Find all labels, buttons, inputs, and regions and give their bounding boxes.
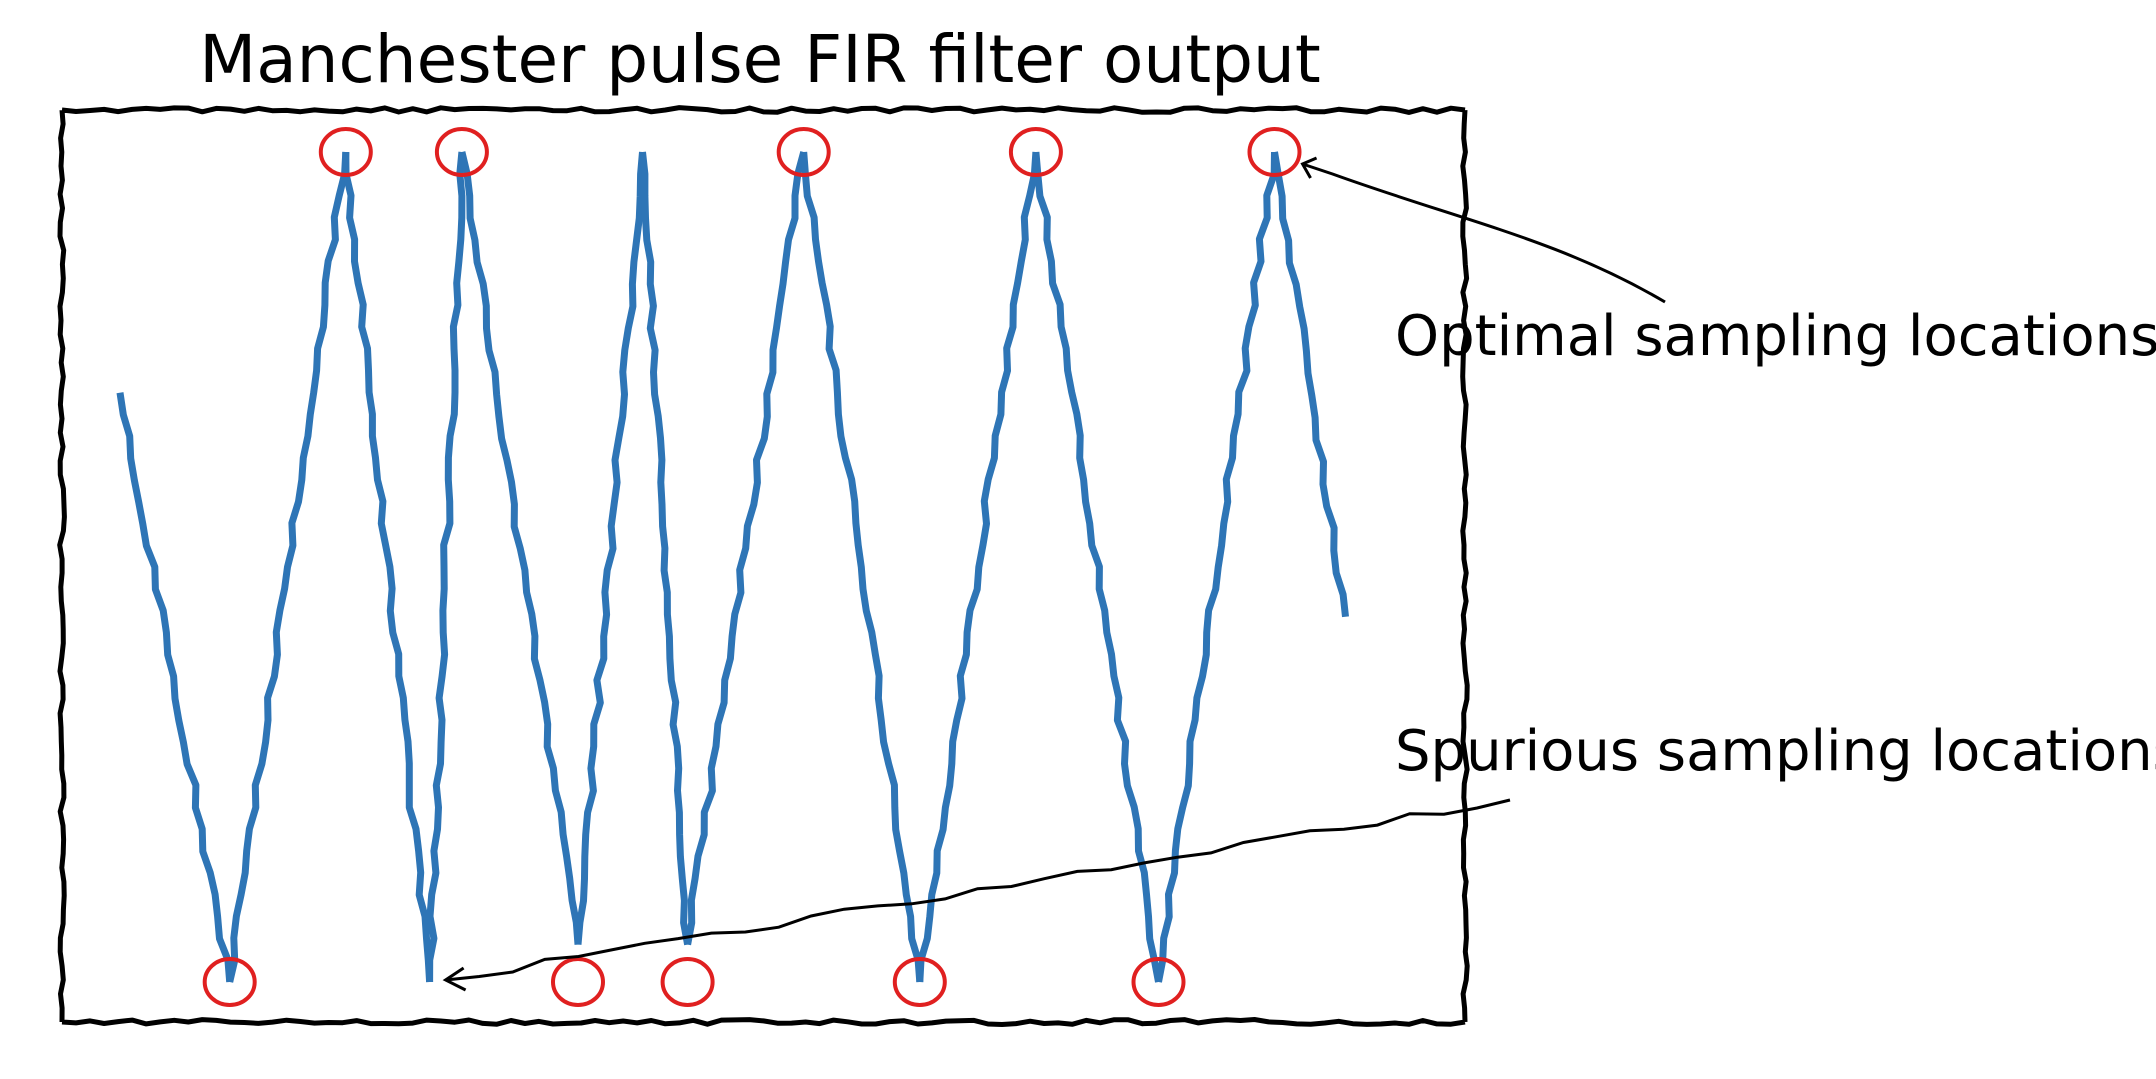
trace-segment	[639, 151, 692, 946]
trace-segment	[1032, 151, 1162, 983]
optimal-sampling-marker	[318, 127, 373, 177]
annotation-spurious-leader	[445, 798, 1511, 982]
trace-segment	[916, 151, 1040, 983]
optimal-sampling-marker	[1247, 127, 1302, 177]
trace-segment	[1155, 151, 1278, 983]
trace-segment	[574, 151, 646, 945]
trace-segment	[800, 151, 924, 983]
spurious-sampling-marker	[892, 957, 947, 1007]
trace-segment	[684, 151, 808, 946]
annotation-spurious-label: Spurious sampling locations	[1395, 719, 2156, 784]
annotation-layer: Optimal sampling locations Spurious samp…	[442, 156, 2156, 992]
trace-segment	[1271, 151, 1349, 618]
sampling-marker-layer	[202, 127, 1302, 1007]
plot-frame	[57, 105, 1470, 1027]
annotation-optimal-leader	[1302, 162, 1666, 304]
trace-segment	[458, 151, 582, 945]
optimal-sampling-marker	[776, 127, 831, 177]
optimal-sampling-marker	[434, 127, 489, 177]
signal-trace-layer	[116, 151, 1349, 983]
spurious-sampling-marker	[1131, 957, 1186, 1007]
spurious-sampling-marker	[551, 957, 605, 1007]
spurious-sampling-marker	[202, 957, 257, 1007]
annotation-optimal-label: Optimal sampling locations	[1395, 304, 2156, 369]
annotation-optimal-arrowhead	[1300, 156, 1318, 179]
spurious-sampling-marker	[660, 957, 715, 1007]
trace-segment	[226, 151, 350, 983]
annotation-spurious-arrowhead	[442, 966, 467, 992]
trace-segment	[116, 392, 234, 983]
trace-segment	[426, 151, 466, 983]
trace-segment	[342, 151, 434, 983]
optimal-sampling-marker	[1008, 127, 1063, 177]
chart-title: Manchester pulse FIR filter output	[199, 21, 1320, 98]
